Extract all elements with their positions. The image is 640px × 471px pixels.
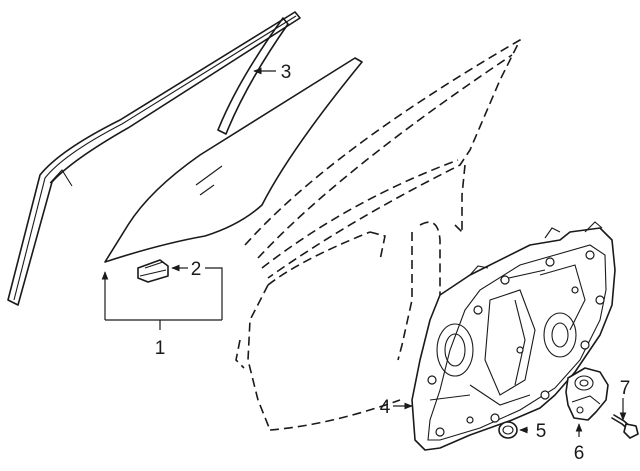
regulator-motor (565, 367, 609, 421)
glass-run-strip (217, 17, 289, 135)
callout-3: 3 (281, 62, 292, 83)
regulator-module-panel (411, 221, 616, 451)
bolt (611, 414, 639, 439)
callout-4: 4 (380, 397, 391, 418)
door-frame-outline (235, 39, 521, 431)
callout-1: 1 (155, 338, 166, 359)
leader-lines (101, 67, 627, 437)
window-glass (104, 57, 363, 263)
outer-run-channel (7, 11, 301, 306)
grommet (498, 421, 518, 439)
callout-6: 6 (574, 443, 585, 464)
glass-clip (137, 259, 169, 283)
callout-7: 7 (620, 378, 631, 399)
callout-5: 5 (536, 421, 547, 442)
callout-2: 2 (191, 259, 202, 280)
